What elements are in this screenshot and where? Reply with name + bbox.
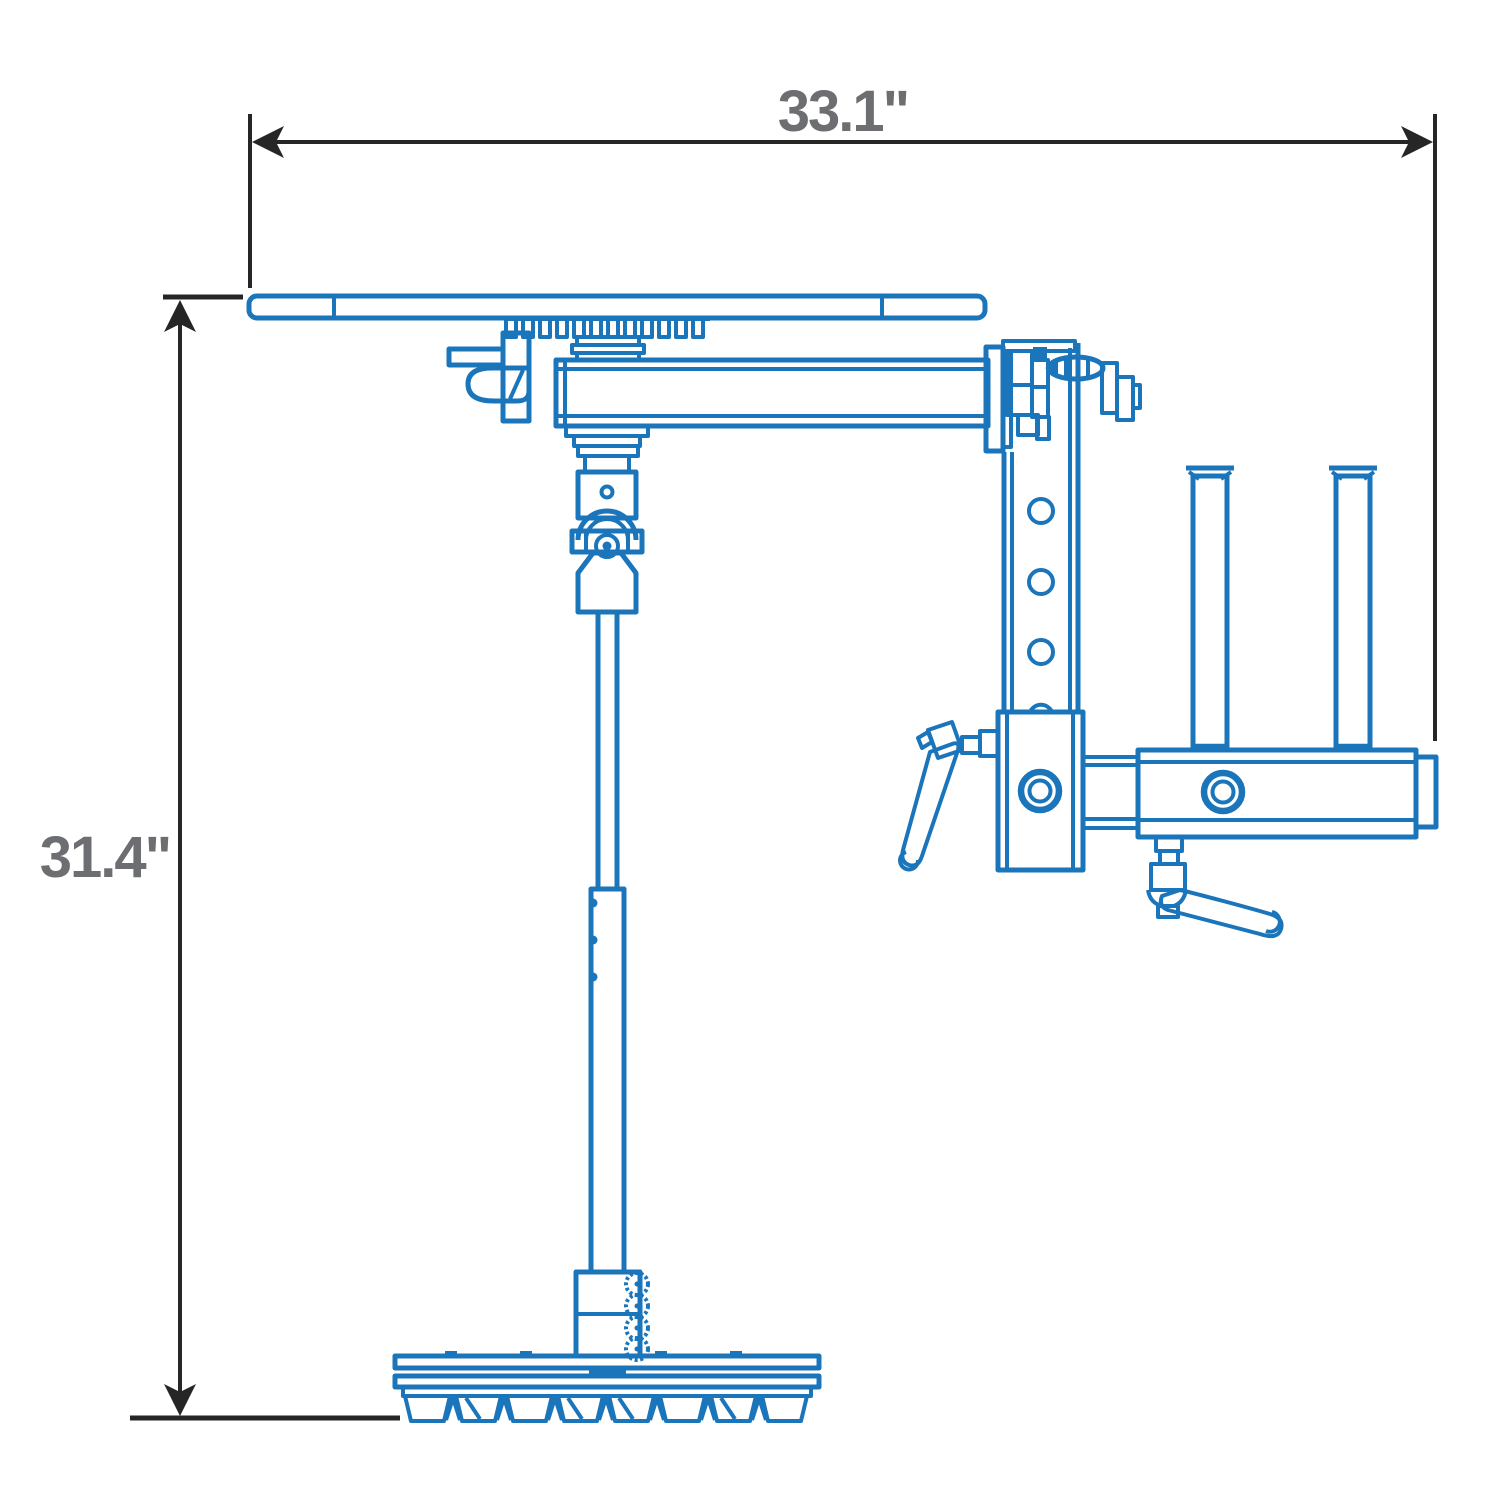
pivot-pin [594,533,620,559]
foot-cup [709,1395,758,1423]
knurled-screw [624,1336,650,1362]
arrow-left-icon [252,126,284,158]
arrow-down-icon [164,1384,196,1416]
base-collar [573,1269,650,1362]
support-pole [588,612,627,1275]
foot-cup [403,1395,452,1423]
rotation-gear [504,317,710,362]
left-bracket [446,330,532,424]
bracket-hole [1027,638,1055,666]
top-clamp-hardware [1001,339,1142,441]
locking-lever [1158,888,1284,939]
adjustment-pin [588,935,598,945]
base-assembly [392,1351,822,1423]
width-dimension: 33.1" [248,79,1437,741]
height-dimension: 31.4" [40,294,400,1421]
lower-lever-assembly [1146,835,1284,939]
connector-rails [1083,755,1138,830]
pivot-joint [564,424,650,615]
lever-stud [960,735,982,755]
clamp-block [898,709,1086,873]
clamp-lever [900,741,961,868]
pivot-yoke [575,550,639,615]
pull-handle [465,365,532,404]
foot-cup [658,1395,707,1423]
accessory-block [1135,465,1439,840]
foot-cup [454,1395,503,1423]
hex-bolt [1200,769,1246,815]
block-end-cap [1413,754,1439,830]
foot-cup [505,1395,554,1423]
foot-cup [607,1395,656,1423]
arrow-right-icon [1401,126,1433,158]
width-dimension-label: 33.1" [778,79,908,144]
riser-bracket [1001,343,1081,713]
foot-rim [401,1385,813,1398]
pole-lower-tube [588,886,627,1275]
adjustment-pin [588,972,598,982]
bracket-hole [1027,568,1055,596]
top-platform [246,293,988,321]
foot-cup [760,1395,809,1423]
support-rod [1190,473,1230,751]
hex-bolt [1017,768,1063,814]
height-dimension-label: 31.4" [40,825,170,890]
adjustment-pin [588,898,598,908]
arrow-up-icon [164,300,196,332]
foot-cup [556,1395,605,1423]
bracket-hole [1027,497,1055,525]
base-plate-upper [392,1353,822,1371]
support-rod [1333,473,1373,751]
pole-through [589,1367,626,1377]
